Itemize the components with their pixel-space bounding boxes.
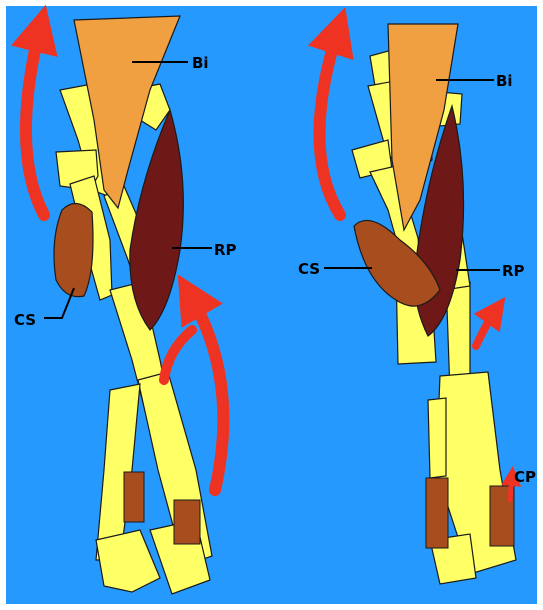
- right-muscle-patch-a: [426, 478, 448, 548]
- right-rp-label: RP: [502, 262, 525, 280]
- left-bi-label: Bi: [192, 54, 209, 72]
- left-muscle-patch-a: [124, 472, 144, 522]
- right-forearm-side: [428, 398, 446, 478]
- left-muscle-patch-b: [174, 500, 200, 544]
- right-cs-label: CS: [298, 260, 320, 278]
- left-rp-label: RP: [214, 241, 237, 259]
- right-cp-label: CP: [514, 468, 536, 486]
- right-bi-label: Bi: [496, 72, 513, 90]
- right-cp-arrow: [510, 476, 512, 500]
- left-cs-label: CS: [14, 311, 36, 329]
- left-supinator-muscle: [54, 203, 93, 296]
